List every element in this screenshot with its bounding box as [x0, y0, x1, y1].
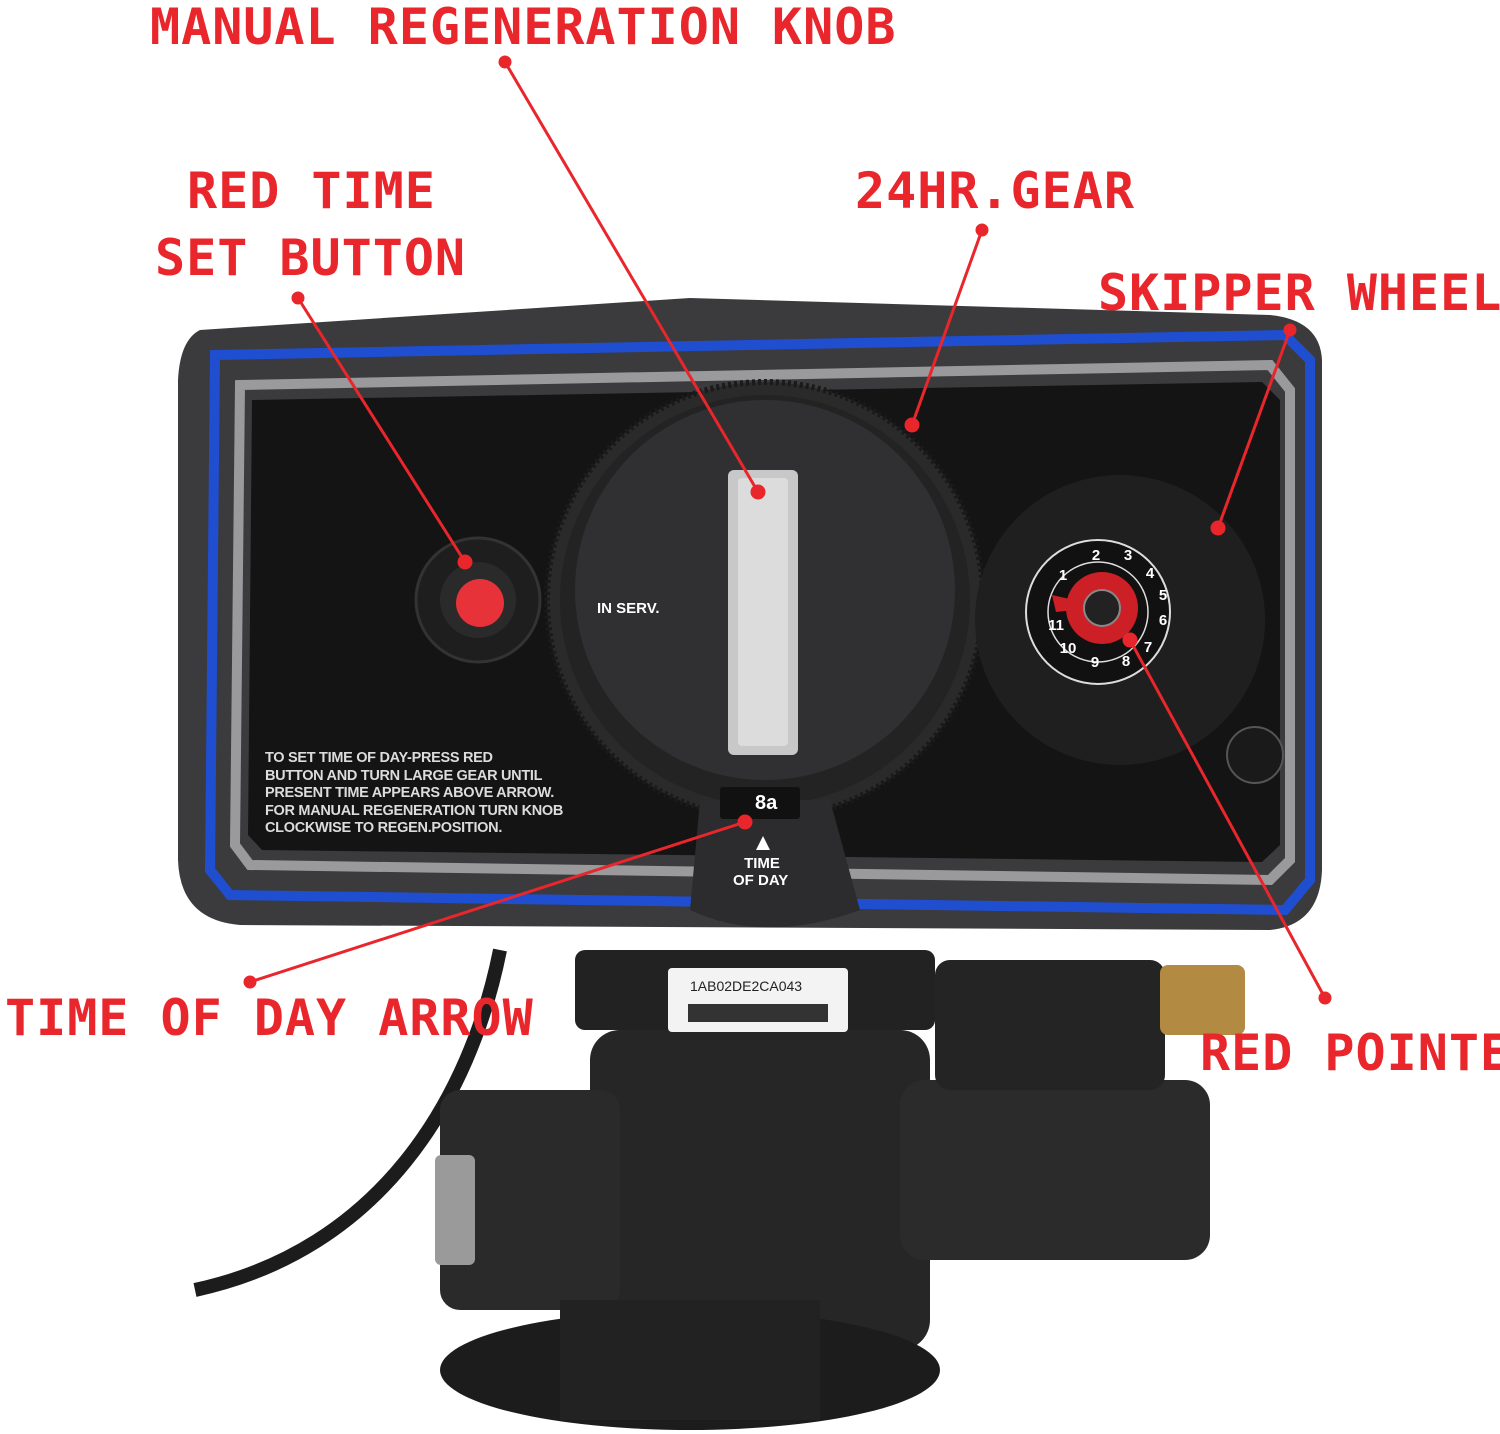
- power-cord: [193, 948, 507, 1297]
- callout-set-button: SET BUTTON: [155, 229, 467, 287]
- callout-skipper-wheel: SKIPPER WHEEL: [1098, 264, 1500, 322]
- serial-number: 1AB02DE2CA043: [690, 978, 803, 994]
- skipper-number: 5: [1159, 587, 1167, 604]
- instructions-text: TO SET TIME OF DAY-PRESS RED BUTTON AND …: [265, 750, 563, 838]
- brass-fitting: [1160, 965, 1245, 1035]
- in-service-label: IN SERV.: [597, 600, 660, 617]
- skipper-number: 4: [1146, 565, 1155, 582]
- skipper-number: 1: [1059, 567, 1067, 584]
- instruction-line: BUTTON AND TURN LARGE GEAR UNTIL: [265, 767, 543, 784]
- control-head: [178, 298, 1322, 930]
- instruction-line: CLOCKWISE TO REGEN.POSITION.: [265, 820, 503, 836]
- time-window: [720, 787, 800, 819]
- time-of-day-label: TIME: [742, 855, 782, 872]
- skipper-number: 9: [1091, 654, 1099, 671]
- callout-red-pointer: RED POINTER: [1200, 1024, 1500, 1082]
- skipper-number: 11: [1048, 617, 1064, 634]
- skipper-number: 6: [1159, 612, 1167, 629]
- valve-body: [193, 948, 1245, 1430]
- skipper-number: 10: [1060, 640, 1077, 657]
- skipper-number: 2: [1092, 547, 1100, 564]
- callout-red-time: RED TIME: [187, 162, 436, 220]
- leader-lines: [243, 55, 1332, 1005]
- barcode: [688, 1004, 828, 1022]
- instruction-line: PRESENT TIME APPEARS ABOVE ARROW.: [265, 785, 554, 801]
- instruction-line: TO SET TIME OF DAY-PRESS RED: [265, 750, 493, 766]
- time-window-value: 8a: [755, 792, 778, 814]
- callout-24hr-gear: 24HR.GEAR: [855, 162, 1135, 220]
- skipper-number: 7: [1144, 639, 1152, 656]
- red-time-set-button: [456, 579, 504, 627]
- skipper-number: 8: [1122, 653, 1130, 670]
- time-arrow-icon: [756, 836, 770, 850]
- callout-time-of-day-arrow: TIME OF DAY ARROW: [5, 989, 534, 1047]
- time-of-day-line: TIME: [744, 855, 780, 872]
- skipper-number: 3: [1124, 547, 1132, 564]
- callout-manual-regeneration-knob: MANUAL REGENERATION KNOB: [150, 0, 897, 56]
- instruction-line: FOR MANUAL REGENERATION TURN KNOB: [265, 802, 564, 819]
- time-of-day-label-2: OF DAY: [733, 872, 789, 889]
- skipper-numbers: 1 2 3 4 5 6 7 8 9 10 11: [1048, 547, 1167, 671]
